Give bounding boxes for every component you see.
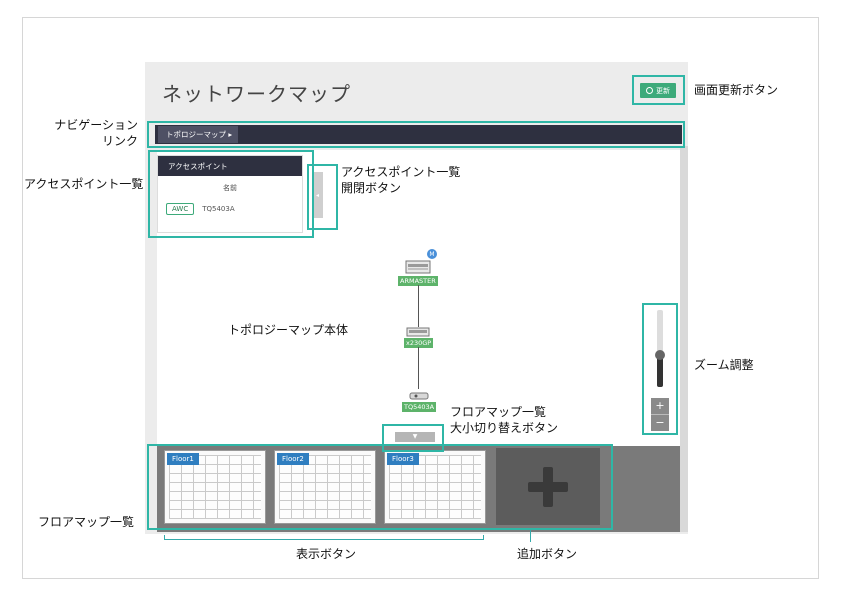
access-point-list-panel: アクセスポイント 名前 AWC TQ5403A	[157, 155, 303, 233]
callout-access-point-list	[148, 150, 314, 238]
callout-refresh-button	[632, 75, 685, 105]
display-buttons-bracket	[164, 535, 484, 540]
zoom-in-button[interactable]: +	[655, 399, 665, 412]
access-point-list-header: アクセスポイント	[158, 156, 302, 176]
zoom-buttons: + −	[651, 398, 669, 431]
annotation-zoom: ズーム調整	[694, 358, 754, 372]
annotation-refresh-button: 画面更新ボタン	[694, 83, 779, 97]
link-line	[418, 347, 419, 389]
plus-icon	[543, 467, 553, 507]
breadcrumb-topology-map[interactable]: トポロジーマップ ▸	[158, 126, 238, 143]
annotation-display-buttons: 表示ボタン	[296, 547, 357, 561]
switch-icon[interactable]	[406, 326, 430, 338]
annotation-add-button: 追加ボタン	[517, 547, 578, 561]
zoom-slider-handle[interactable]	[655, 350, 665, 360]
access-point-name: TQ5403A	[202, 205, 235, 213]
node-label-armaster[interactable]: ARMASTER	[398, 276, 438, 286]
annotation-floor-list: フロアマップ一覧	[38, 515, 135, 529]
list-item[interactable]: AWC TQ5403A	[166, 203, 235, 215]
divider	[651, 414, 669, 415]
figure-frame	[22, 17, 819, 579]
navigation-bar	[155, 125, 682, 144]
refresh-label: 更新	[656, 86, 670, 95]
callout-zoom	[642, 303, 678, 435]
page-title: ネットワークマップ	[162, 82, 351, 106]
refresh-button[interactable]: 更新	[640, 83, 676, 98]
floor-card-floor3[interactable]: Floor3	[384, 450, 486, 524]
annotation-access-point-list: アクセスポイント一覧	[24, 177, 144, 191]
node-label-tq5403a[interactable]: TQ5403A	[402, 402, 437, 412]
annotation-access-point-toggle: アクセスポイント一覧 開閉ボタン	[341, 164, 460, 196]
floor-list-size-toggle-button[interactable]: ▼	[395, 432, 435, 442]
annotation-floor-toggle: フロアマップ一覧 大小切り替えボタン	[450, 404, 558, 436]
add-button-pointer	[530, 530, 531, 542]
annotation-line: 大小切り替えボタン	[450, 421, 559, 435]
link-line	[418, 285, 419, 327]
annotation-line: フロアマップ一覧	[450, 405, 547, 419]
floor-name-tag: Floor3	[387, 453, 419, 465]
map-scrollbar[interactable]	[680, 146, 688, 532]
master-badge: M	[427, 249, 437, 259]
chevron-left-icon: ◂	[315, 191, 319, 199]
floor-name-tag: Floor1	[167, 453, 199, 465]
refresh-icon	[646, 87, 653, 94]
zoom-slider-fill	[657, 354, 663, 387]
chevron-down-icon: ▼	[412, 433, 418, 440]
annotation-line: アクセスポイント一覧	[341, 165, 461, 179]
floor-card-floor1[interactable]: Floor1	[164, 450, 266, 524]
floor-plan-thumbnail	[169, 455, 261, 519]
callout-floor-toggle	[382, 424, 444, 452]
access-point-column-name: 名前	[223, 184, 237, 192]
zoom-slider-track[interactable]	[657, 310, 663, 387]
switch-icon[interactable]	[405, 258, 431, 276]
floor-plan-thumbnail	[279, 455, 371, 519]
callout-floor-list	[147, 444, 613, 530]
node-label-x230gp[interactable]: x230GP	[404, 338, 434, 348]
callout-navigation-link	[147, 121, 685, 148]
zoom-out-button[interactable]: −	[655, 416, 665, 429]
annotation-line: 開閉ボタン	[341, 181, 402, 195]
annotation-topology-body: トポロジーマップ本体	[228, 323, 349, 337]
floor-plan-thumbnail	[389, 455, 481, 519]
floor-card-floor2[interactable]: Floor2	[274, 450, 376, 524]
floor-name-tag: Floor2	[277, 453, 309, 465]
annotation-navigation-link: ナビゲーション リンク	[40, 117, 138, 149]
access-point-list-toggle-button[interactable]: ◂	[312, 172, 323, 218]
callout-access-point-toggle	[307, 164, 338, 230]
access-point-icon[interactable]	[409, 389, 429, 401]
annotation-line: リンク	[101, 134, 138, 148]
annotation-line: ナビゲーション	[54, 118, 138, 132]
awc-badge: AWC	[166, 203, 195, 215]
